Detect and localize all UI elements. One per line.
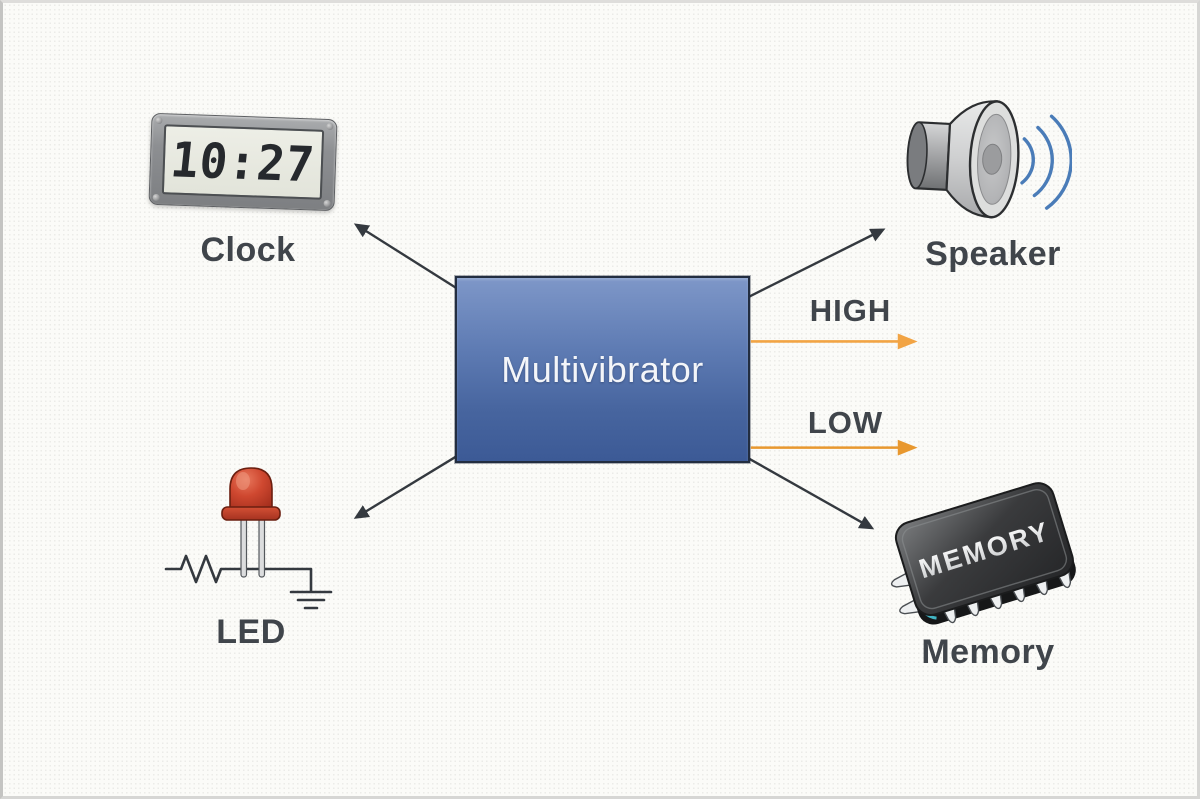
screw-icon [326, 122, 334, 131]
sound-wave-arc [1020, 137, 1035, 185]
loudspeaker-icon [906, 100, 1072, 219]
led-leg [240, 516, 248, 578]
digital-clock-icon: 10:27 [148, 112, 338, 212]
ground-symbol [289, 590, 333, 610]
connector-arrow-speaker [748, 228, 886, 298]
memory-label: Memory [921, 633, 1055, 671]
chip-bevel [901, 488, 1068, 610]
clock-frame: 10:27 [148, 112, 338, 212]
led-leg [258, 516, 266, 578]
led-flange [221, 506, 281, 521]
resistor-wire [164, 554, 313, 593]
memory-chip-icon: MEMORY [890, 482, 1076, 625]
connector-arrow-clock [353, 223, 457, 289]
high-output-label: HIGH [809, 293, 892, 328]
connector-arrow-memory [748, 457, 875, 530]
clock-display: 10:27 [161, 124, 325, 200]
multivibrator-label: Multivibrator [501, 348, 704, 390]
clock-label: Clock [200, 231, 296, 269]
speaker-dome [982, 143, 1003, 175]
low-output-label: LOW [807, 405, 884, 440]
chip-body [894, 482, 1074, 616]
sound-waves-icon [1020, 114, 1072, 210]
led-label: LED [216, 613, 286, 651]
screw-icon [155, 116, 163, 125]
led-dome [229, 467, 273, 510]
multivibrator-block: Multivibrator [455, 276, 750, 463]
sound-wave-arc [1032, 125, 1054, 198]
speaker-label: Speaker [925, 235, 1061, 273]
sound-wave-arc [1045, 114, 1072, 210]
screw-icon [152, 193, 160, 202]
screw-icon [323, 199, 331, 208]
connector-arrow-led [353, 455, 457, 519]
clock-digits: 10:27 [168, 131, 318, 193]
led-circuit-icon [164, 467, 333, 610]
